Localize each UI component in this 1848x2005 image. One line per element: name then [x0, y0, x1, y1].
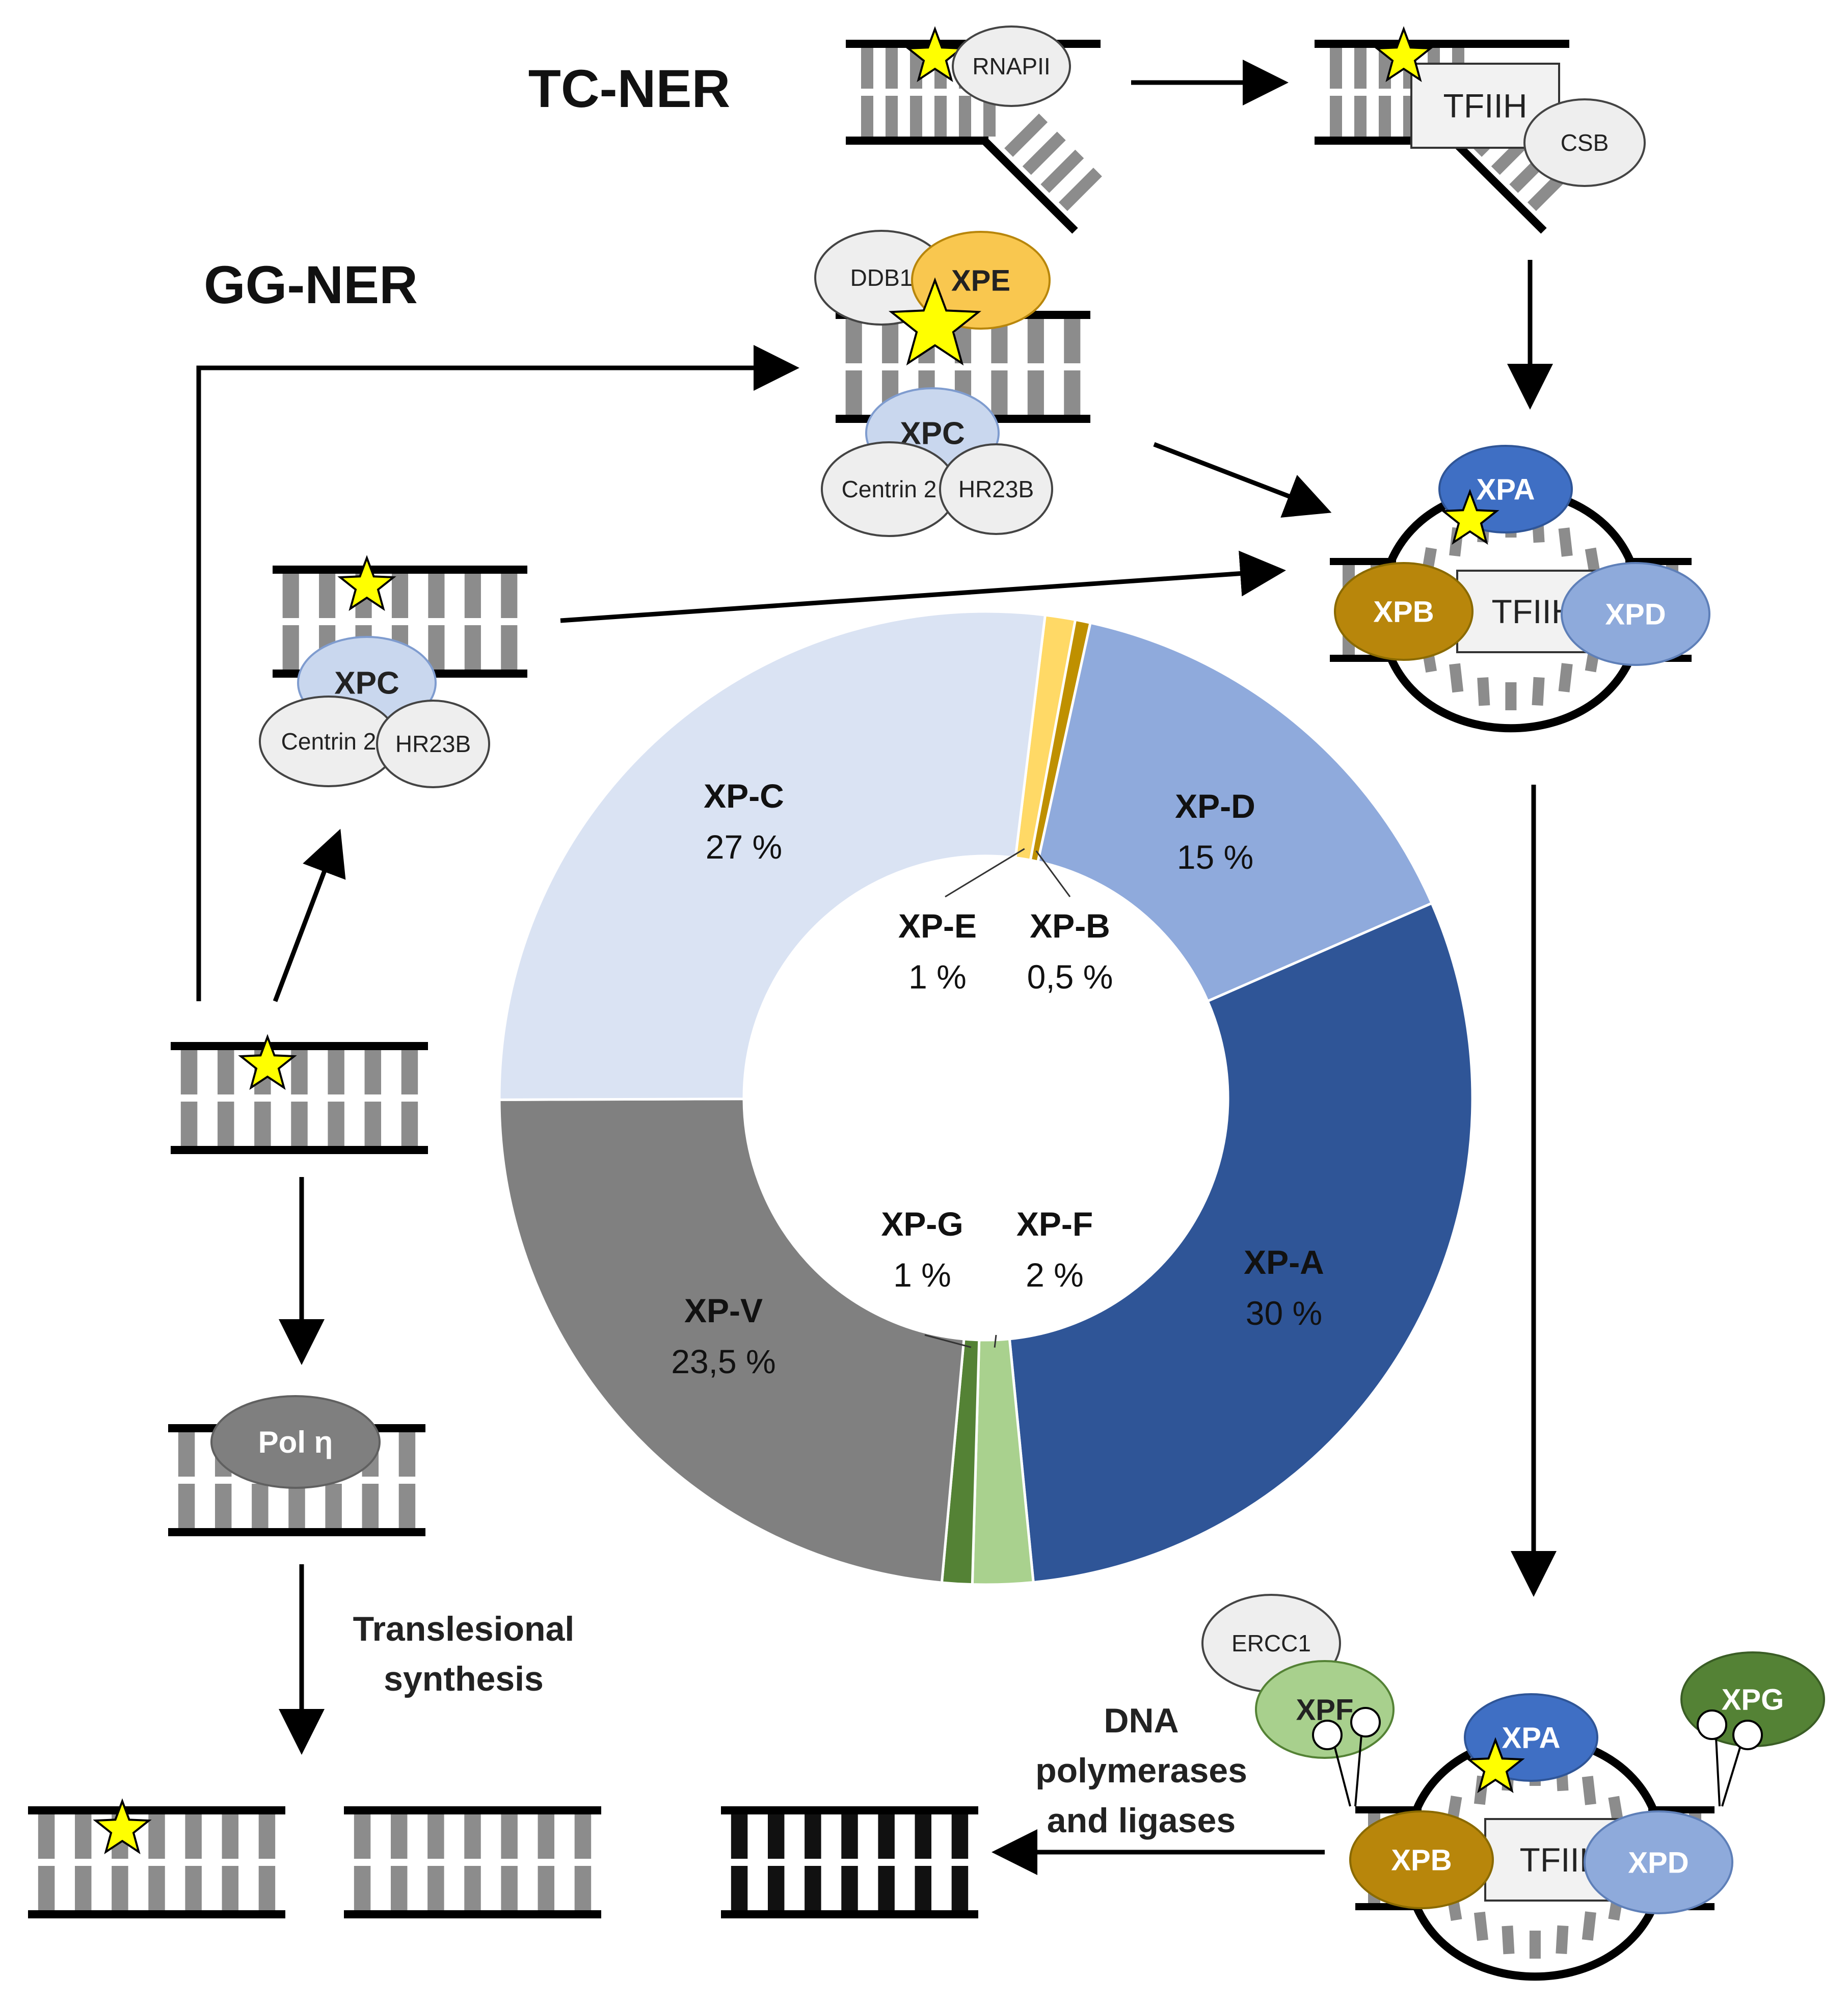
segment-percent-xp-a: 30 %	[1246, 1294, 1322, 1332]
protein-hr23b-left-label: HR23B	[395, 731, 471, 757]
segment-name-xp-v: XP-V	[684, 1292, 763, 1329]
dna-bypassed-new	[344, 1806, 601, 1918]
protein-xpb-incision-label: XPB	[1391, 1843, 1452, 1877]
segment-name-xp-a: XP-A	[1244, 1243, 1324, 1281]
protein-xpe-label: XPE	[951, 264, 1010, 297]
gg-ner-label: GG-NER	[204, 255, 418, 315]
segment-percent-xp-d: 15 %	[1177, 838, 1253, 876]
protein-tfiih-tcner-label: TFIIH	[1443, 87, 1528, 125]
protein-xpb-open-label: XPB	[1373, 595, 1434, 628]
dna-polymerases-label-line1: DNA	[1104, 1701, 1179, 1740]
dna-bypassed-lesion	[28, 1806, 285, 1918]
segment-percent-xp-v: 23,5 %	[671, 1343, 775, 1380]
xp-complementation-donut-chart: XP-E 1 % XP-B 0,5 % XP-D 15 % XP-A 30 % XP-F 2 % X…	[499, 611, 1472, 1585]
protein-xpd-open-label: XPD	[1605, 598, 1666, 631]
dna-polymerases-label-line2: polymerases	[1035, 1751, 1247, 1790]
protein-centrin2-left-label: Centrin 2	[281, 728, 377, 755]
segment-name-xp-b: XP-B	[1030, 907, 1110, 945]
protein-ddb1-label: DDB1	[850, 264, 913, 291]
dna-repaired	[721, 1806, 978, 1918]
translesional-synthesis-label-line1: Translesional	[353, 1610, 575, 1648]
translesional-synthesis-label-line2: synthesis	[384, 1660, 544, 1698]
protein-csb-label: CSB	[1561, 129, 1609, 156]
segment-percent-xp-f: 2 %	[1026, 1256, 1084, 1294]
protein-hr23b-left: HR23B	[377, 701, 489, 787]
segment-name-xp-e: XP-E	[898, 907, 977, 945]
protein-xpa-incision-label: XPA	[1502, 1721, 1561, 1754]
protein-centrin2-ggner: Centrin 2	[822, 442, 956, 536]
segment-name-xp-c: XP-C	[704, 777, 784, 815]
protein-ercc1-label: ERCC1	[1231, 1630, 1311, 1656]
protein-rnapii-label: RNAPII	[972, 53, 1050, 79]
protein-xpa-open-label: XPA	[1477, 473, 1535, 506]
protein-xpc-left-label: XPC	[334, 666, 399, 701]
protein-csb: CSB	[1524, 99, 1645, 186]
protein-pol-eta: Pol η	[211, 1396, 380, 1488]
protein-xpd-incision-label: XPD	[1628, 1846, 1689, 1879]
donut-segment-xp-a	[1009, 903, 1472, 1583]
protein-hr23b-ggner: HR23B	[940, 444, 1052, 534]
protein-xpd-open: XPD	[1562, 563, 1709, 665]
protein-xpb-incision: XPB	[1350, 1811, 1493, 1908]
segment-percent-xp-g: 1 %	[893, 1256, 951, 1294]
ner-diagram-elements: RNAPII TFIIH CSB DDB1 XPE XPC Centrin 2 HR23B XP…	[28, 26, 1824, 1976]
arrow-dna-to-xpc	[275, 833, 339, 1001]
segment-percent-xp-b: 0,5 %	[1027, 958, 1113, 996]
segment-percent-xp-e: 1 %	[908, 958, 967, 996]
segment-name-xp-d: XP-D	[1175, 787, 1255, 825]
segment-name-xp-f: XP-F	[1016, 1205, 1093, 1243]
damaged-dna-left	[171, 1042, 428, 1154]
protein-xpb-open: XPB	[1335, 563, 1472, 660]
arrow-xpc-to-open	[560, 571, 1281, 621]
segment-percent-xp-c: 27 %	[706, 828, 782, 866]
dna-polymerases-label-line3: and ligases	[1047, 1801, 1236, 1840]
donut-segment-xp-v	[499, 1099, 964, 1583]
protein-rnapii: RNAPII	[953, 26, 1070, 106]
protein-xpg-label: XPG	[1722, 1683, 1784, 1716]
tc-ner-label: TC-NER	[528, 59, 731, 119]
segment-name-xp-g: XP-G	[881, 1205, 963, 1243]
protein-centrin2-ggner-label: Centrin 2	[842, 476, 937, 502]
arrow-xpe-complex-to-open	[1154, 444, 1327, 511]
protein-xpd-incision: XPD	[1585, 1811, 1732, 1913]
protein-hr23b-ggner-label: HR23B	[958, 476, 1034, 502]
protein-pol-eta-label: Pol η	[258, 1425, 333, 1459]
